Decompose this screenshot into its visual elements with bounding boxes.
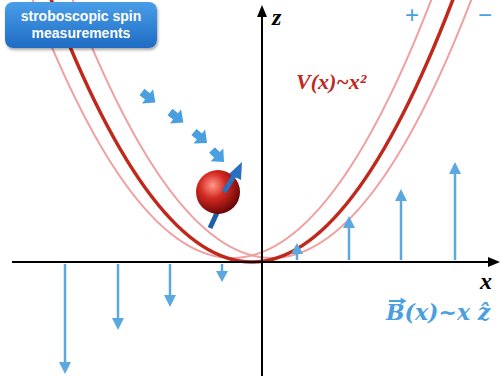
sign-minus: − xyxy=(478,2,492,28)
spin-arrow xyxy=(224,176,234,192)
spin-arrow-head xyxy=(229,162,242,180)
sign-plus: + xyxy=(405,2,419,28)
box-caption: stroboscopic spin measurements xyxy=(13,8,149,42)
axis-label: x xyxy=(480,268,492,294)
z-axis-head xyxy=(257,5,267,17)
x-axis xyxy=(12,261,490,263)
field-arrows xyxy=(59,162,461,374)
measurement-arrows xyxy=(136,85,230,168)
z-axis xyxy=(261,16,263,376)
callout-box: stroboscopic spin measurements xyxy=(5,2,157,48)
potential-label: V(x)~x² xyxy=(296,70,366,94)
x-axis-head xyxy=(488,257,500,267)
particle xyxy=(196,170,240,214)
field-label: B(x)~x ẑ xyxy=(386,300,490,324)
axis-label: z xyxy=(272,4,281,30)
